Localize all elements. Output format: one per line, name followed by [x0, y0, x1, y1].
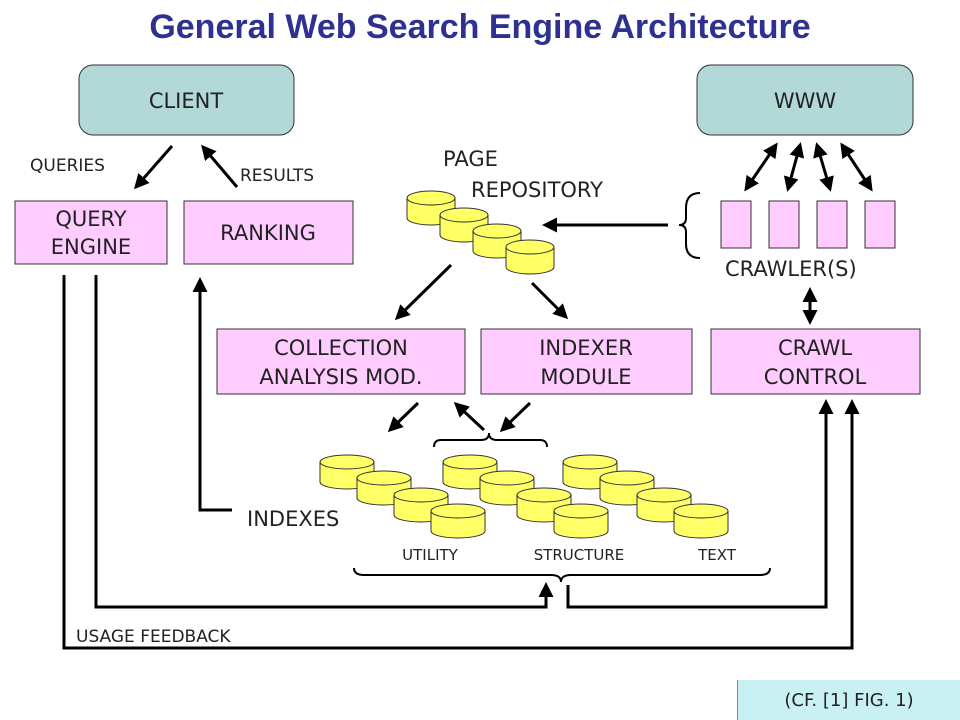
- collection-to-utility-arrow: [387, 401, 420, 433]
- www-crawler-arrow: [783, 142, 805, 192]
- query-to-indexes-arrow: [94, 275, 554, 609]
- crawl-control-node: CRAWL CONTROL: [710, 328, 921, 395]
- collection-label-2: ANALYSIS MOD.: [259, 365, 422, 389]
- repo-to-collection-arrow: [394, 263, 453, 321]
- text-cylinder: [673, 503, 729, 539]
- query-engine-label-1: QUERY: [55, 207, 126, 231]
- crawler-box: [816, 200, 848, 249]
- ranking-node: RANKING: [183, 200, 354, 265]
- usage-feedback-arrow: [62, 275, 860, 650]
- indexer-label-1: INDEXER: [539, 336, 633, 360]
- www-node: WWW: [696, 64, 914, 136]
- indexes-top-brace: [433, 432, 548, 448]
- utility-cylinder: [430, 503, 486, 539]
- collection-analysis-node: COLLECTION ANALYSIS MOD.: [216, 328, 466, 395]
- queries-arrow: [134, 145, 174, 190]
- ranking-label: RANKING: [220, 221, 316, 245]
- crawler-brace: [678, 192, 701, 259]
- utility-label: UTILITY: [402, 546, 459, 564]
- query-engine-label-2: ENGINE: [51, 235, 131, 259]
- page-repository-cylinders: [406, 190, 555, 275]
- crawler-boxes: [720, 200, 896, 249]
- repo-cylinder: [505, 239, 555, 275]
- crawler-box: [720, 200, 752, 249]
- citation-text: (CF. [1] FIG. 1): [784, 689, 914, 711]
- citation-note: (CF. [1] FIG. 1): [737, 680, 960, 720]
- client-node: CLIENT: [78, 64, 295, 136]
- crawl-control-label-1: CRAWL: [778, 336, 852, 360]
- structure-label: STRUCTURE: [534, 546, 625, 564]
- usage-feedback-label: USAGE FEEDBACK: [76, 627, 231, 647]
- www-crawler-arrow: [813, 142, 834, 192]
- results-label: RESULTS: [240, 166, 314, 186]
- page-label: PAGE: [443, 147, 498, 171]
- query-engine-node: QUERY ENGINE: [14, 200, 168, 265]
- www-label: WWW: [774, 89, 837, 113]
- crawl-control-label-2: CONTROL: [764, 365, 867, 389]
- www-crawler-arrow: [840, 142, 873, 192]
- page-title: General Web Search Engine Architecture: [149, 8, 810, 46]
- indexes-label: INDEXES: [247, 507, 339, 531]
- crawler-box: [864, 200, 896, 249]
- utility-index-cylinders: [319, 454, 486, 539]
- indexes-to-ranking-arrow: [192, 277, 232, 512]
- crawlers-label: CRAWLER(S): [725, 257, 857, 281]
- structure-index-cylinders: [442, 454, 609, 539]
- repo-to-indexer-arrow: [530, 281, 569, 320]
- indexes-to-collection-arrow: [453, 401, 486, 432]
- indexes-bottom-brace: [353, 567, 771, 583]
- text-index-cylinders: [562, 454, 729, 539]
- indexes-to-crawl-control-arrow: [566, 399, 834, 609]
- www-crawler-arrow: [744, 142, 778, 192]
- collection-label-1: COLLECTION: [274, 336, 408, 360]
- structure-cylinder: [553, 503, 609, 539]
- text-label: TEXT: [697, 546, 737, 564]
- client-label: CLIENT: [149, 89, 224, 113]
- results-arrow: [201, 144, 239, 188]
- indexer-to-indexes-arrow: [499, 401, 532, 433]
- indexer-label-2: MODULE: [540, 365, 631, 389]
- repository-label: REPOSITORY: [471, 178, 603, 202]
- queries-label: QUERIES: [30, 156, 105, 176]
- indexer-module-node: INDEXER MODULE: [480, 328, 693, 395]
- crawler-box: [768, 200, 800, 249]
